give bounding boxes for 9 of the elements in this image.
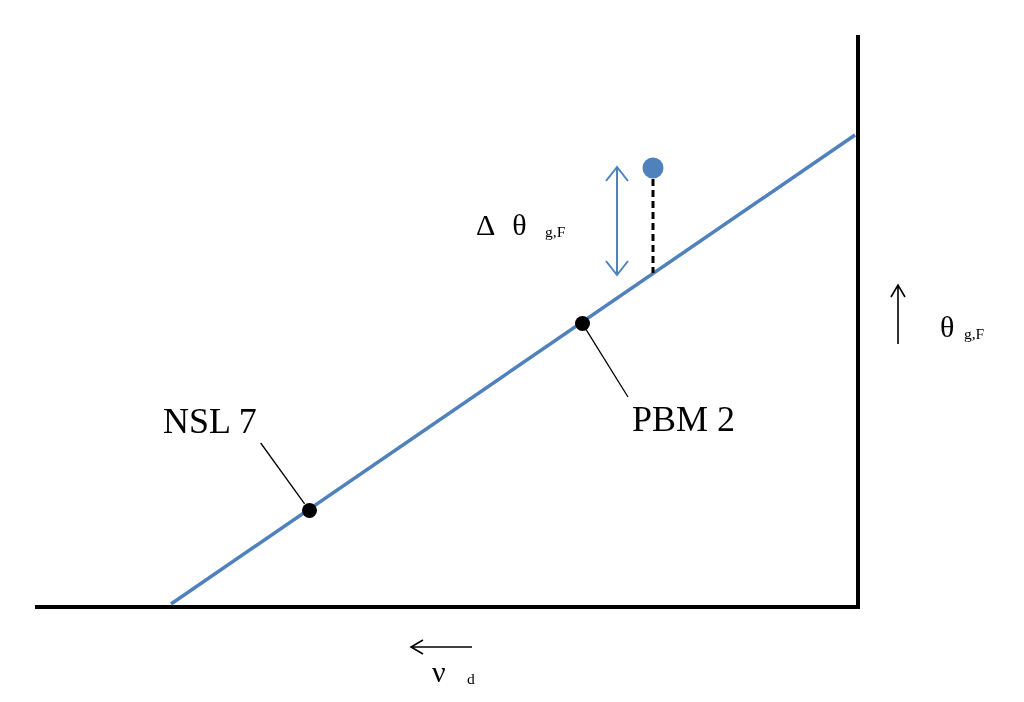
point-label: PBM 2 [628,397,740,441]
dot-icon [574,315,590,331]
dot-icon [301,502,317,518]
point-label: NSL 7 [159,399,261,443]
leader-line [585,328,629,398]
symbol-label: ν $_{d}$ [432,657,475,687]
symbol-label: θ $_{g,F}$ [940,312,985,342]
symbol-label: Δ θ $_{g,F}$ [476,210,566,240]
leader-line [260,442,306,505]
